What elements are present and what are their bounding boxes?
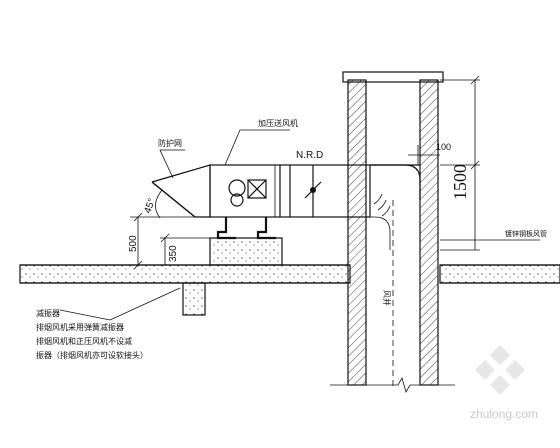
dim-1500: 1500 — [450, 164, 470, 200]
watermark-logo — [475, 345, 525, 395]
shaft-label: 风井 — [382, 290, 392, 306]
vibration-line-3: 振器（排烟风机亦可设软接头） — [36, 350, 148, 360]
roof-slab — [19, 264, 560, 316]
dim-500: 500 — [128, 235, 139, 252]
fan-label: 加压送风机 — [258, 118, 298, 128]
shaft-walls — [330, 71, 455, 394]
fan-base — [209, 237, 283, 266]
dim-100: 100 — [436, 142, 451, 152]
guard-net-label: 防护网 — [158, 138, 182, 148]
angle-label: 45° — [142, 197, 158, 215]
fan-supports — [216, 217, 276, 240]
duct-assembly — [151, 164, 421, 250]
vibration-line-2: 排烟风机和正压风机不设减 — [36, 336, 132, 346]
watermark-text: zhulong.com — [470, 407, 538, 421]
vibration-title: 减振器 — [36, 308, 60, 318]
steel-duct-label: 镀锌钢板风管 — [505, 229, 547, 238]
dimensions — [59, 75, 540, 321]
vibration-line-1: 排烟风机采用弹簧减振器 — [36, 322, 124, 332]
nrd-label: N.R.D — [296, 150, 323, 161]
dim-350: 350 — [168, 245, 179, 262]
